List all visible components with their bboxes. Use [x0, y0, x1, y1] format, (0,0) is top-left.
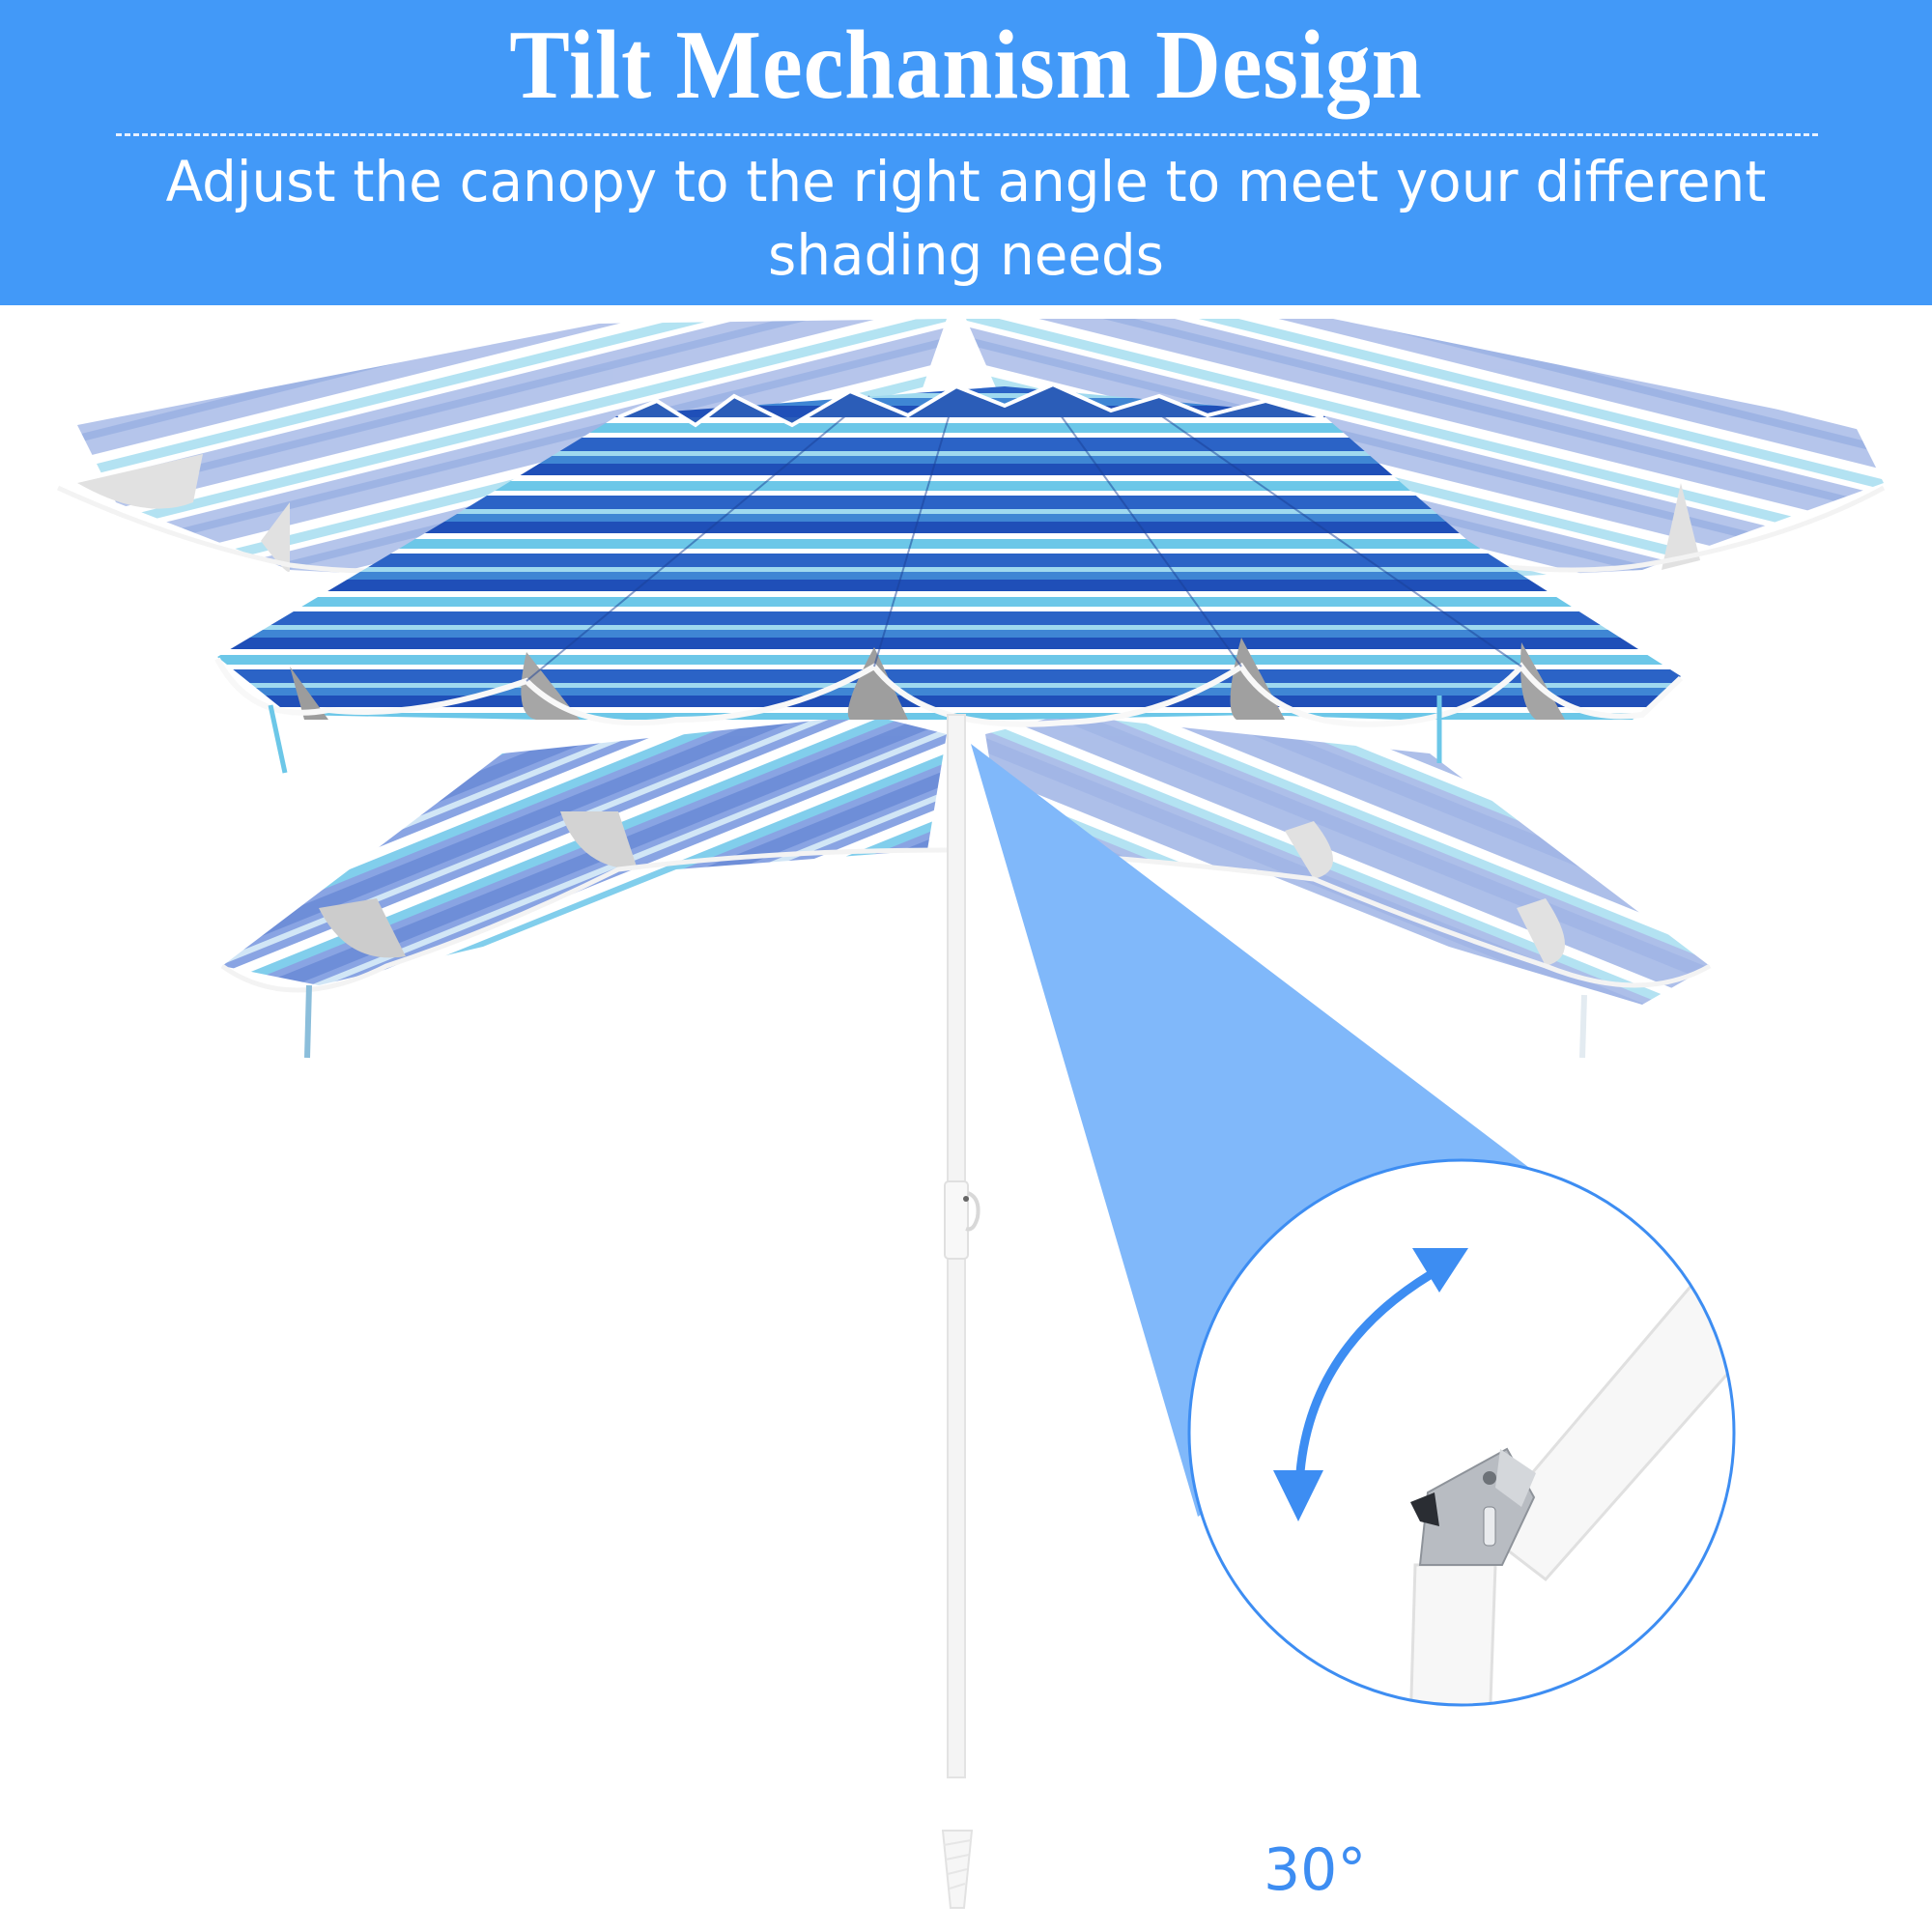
ghost-canopy-lower-right: [985, 715, 1712, 1059]
curved-double-arrow-icon: [1273, 1248, 1468, 1521]
tilt-hinge-icon: [1408, 1272, 1734, 1705]
detail-circle: [1187, 1158, 1736, 1707]
ghost-canopy-lower-left: [220, 715, 948, 1059]
page-subtitle: Adjust the canopy to the right angle to …: [165, 149, 1767, 288]
umbrella-pole: [941, 714, 980, 1909]
page-title: Tilt Mechanism Design: [509, 11, 1423, 120]
product-illustration: 30°: [0, 305, 1932, 1932]
main-canopy: [214, 382, 1684, 774]
header-banner: Tilt Mechanism Design Adjust the canopy …: [0, 0, 1932, 305]
tilt-angle-label: 30°: [1264, 1836, 1367, 1904]
dashed-divider: [116, 133, 1818, 136]
